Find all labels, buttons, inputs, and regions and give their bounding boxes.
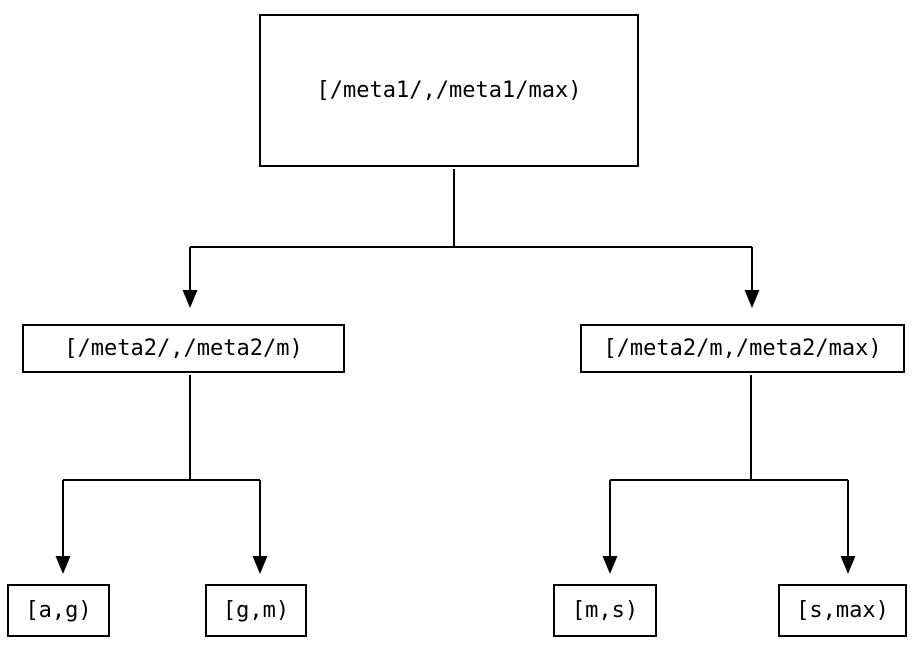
node-root-meta1-range: [/meta1/,/meta1/max) (259, 14, 639, 167)
node-label: [/meta2/,/meta2/m) (64, 335, 303, 361)
node-label: [s,max) (796, 597, 889, 623)
arrow-down-icon (602, 556, 618, 574)
node-meta2-lower-range: [/meta2/,/meta2/m) (22, 324, 345, 373)
node-label: [g,m) (222, 597, 290, 623)
node-label: [a,g) (25, 597, 92, 623)
connector-left-subtree (55, 375, 268, 574)
node-leaf-m-s: [m,s) (553, 584, 657, 637)
node-leaf-a-g: [a,g) (7, 584, 110, 637)
arrow-down-icon (252, 556, 268, 574)
node-label: [/meta2/m,/meta2/max) (603, 335, 882, 361)
arrow-down-icon (840, 556, 856, 574)
node-leaf-s-max: [s,max) (778, 584, 907, 637)
node-label: [/meta1/,/meta1/max) (316, 77, 582, 103)
arrow-down-icon (744, 290, 760, 308)
connector-root-to-children (182, 169, 760, 308)
connector-right-subtree (602, 375, 856, 574)
node-label: [m,s) (571, 597, 639, 623)
arrow-down-icon (182, 290, 198, 308)
arrow-down-icon (55, 556, 71, 574)
node-leaf-g-m: [g,m) (205, 584, 307, 637)
node-meta2-upper-range: [/meta2/m,/meta2/max) (580, 324, 905, 373)
